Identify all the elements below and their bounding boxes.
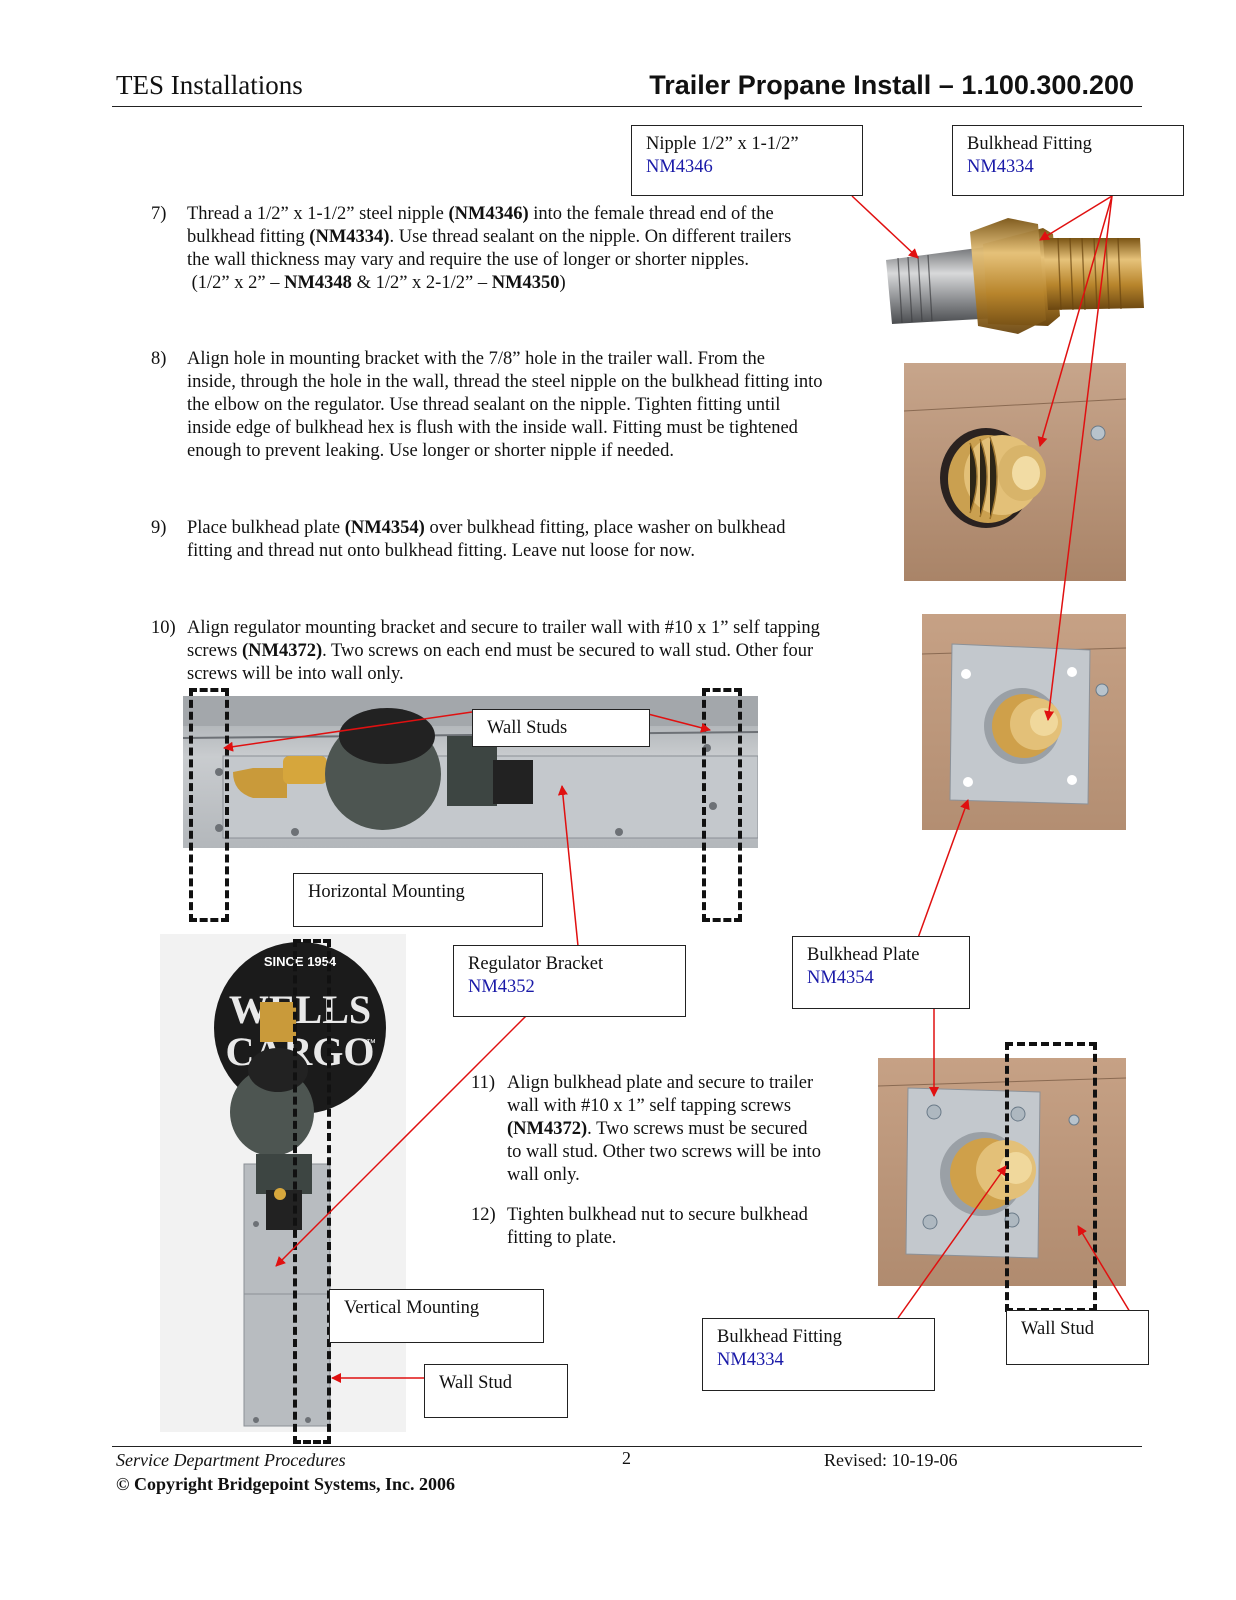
callout-label: Bulkhead Plate <box>807 945 920 965</box>
callout-bulkhead-fitting-top: Bulkhead Fitting NM4334 <box>952 125 1184 196</box>
step-text: Align bulkhead plate and secure to trail… <box>507 1072 821 1187</box>
step-text: Tighten bulkhead nut to secure bulkhead … <box>507 1204 808 1250</box>
wall-stud-marker-plate <box>1005 1042 1097 1312</box>
step-text: Align hole in mounting bracket with the … <box>187 348 823 463</box>
callout-label: Horizontal Mounting <box>308 882 465 902</box>
footer-divider <box>112 1446 1142 1447</box>
bold-text-run: (NM4372) <box>241 641 323 661</box>
step-number: 9) <box>151 518 167 538</box>
step-number: 10) <box>151 618 176 638</box>
callout-wall-stud-left: Wall Stud <box>424 1364 568 1418</box>
step-12: 12) Tighten bulkhead nut to secure bulkhe… <box>471 1204 861 1254</box>
text-run: Align regulator mounting bracket and sec… <box>187 618 820 661</box>
page-number: 2 <box>622 1448 631 1468</box>
photo-bulkhead-plate <box>922 614 1126 830</box>
header-title-left: TES Installations <box>116 70 303 100</box>
callout-label: Regulator Bracket <box>468 954 604 974</box>
step-text: Align regulator mounting bracket and sec… <box>187 617 820 686</box>
callout-nipple: Nipple 1/2” x 1-1/2” NM4346 <box>631 125 863 196</box>
text-run: Place bulkhead plate <box>187 518 345 538</box>
wall-stud-marker-left <box>189 688 229 922</box>
nipple-fitting-illustration <box>886 218 1144 334</box>
text-run: into the female thread end of the bulkhe… <box>187 204 774 247</box>
part-number: NM4352 <box>468 977 535 997</box>
photo-horizontal-mounting <box>183 696 758 848</box>
step-10: 10) Align regulator mounting bracket and … <box>151 617 871 689</box>
bold-text-run: NM4348 <box>284 273 352 293</box>
part-number: NM4346 <box>646 157 713 177</box>
callout-bulkhead-plate: Bulkhead Plate NM4354 <box>792 936 970 1009</box>
text-run: over bulkhead fitting, place washer on b… <box>187 518 786 561</box>
text-run: ) <box>559 273 566 293</box>
bold-text-run: NM4350 <box>491 273 560 293</box>
footer-revised: Revised: 10-19-06 <box>824 1450 958 1470</box>
logo-since: SINCE 1954 <box>263 954 337 969</box>
step-number: 8) <box>151 349 167 369</box>
callout-label: Wall Stud <box>1021 1319 1095 1339</box>
text-run: Tighten bulkhead nut to secure bulkhead … <box>507 1205 808 1248</box>
bold-text-run: (NM4334) <box>309 227 390 247</box>
step-number: 7) <box>151 204 167 224</box>
step-11: 11) Align bulkhead plate and secure to tr… <box>471 1072 861 1192</box>
text-run: Thread a 1/2” x 1-1/2” steel nipple <box>187 204 449 224</box>
callout-wall-studs: Wall Studs <box>472 709 650 747</box>
text-run: Align hole in mounting bracket with the … <box>187 349 823 461</box>
text-run: & 1/2” x 2-1/2” – <box>351 273 492 293</box>
bold-text-run: (NM4346) <box>448 204 529 224</box>
callout-vertical-mounting: Vertical Mounting <box>329 1289 544 1343</box>
step-8: 8) Align hole in mounting bracket with th… <box>151 348 871 468</box>
callout-bulkhead-fitting-bottom: Bulkhead Fitting NM4334 <box>702 1318 935 1391</box>
callout-label: Vertical Mounting <box>344 1298 480 1318</box>
callout-label: Bulkhead Fitting <box>717 1327 842 1347</box>
footer-copyright: © Copyright Bridgepoint Systems, Inc. 20… <box>116 1474 455 1494</box>
callout-wall-stud-right: Wall Stud <box>1006 1310 1149 1365</box>
step-text: Thread a 1/2” x 1-1/2” steel nipple (NM4… <box>187 203 791 295</box>
part-number: NM4334 <box>967 157 1034 177</box>
callout-regulator-bracket: Regulator Bracket NM4352 <box>453 945 686 1017</box>
callout-label: Bulkhead Fitting <box>967 134 1092 154</box>
part-number: NM4354 <box>807 968 874 988</box>
text-run: Align bulkhead plate and secure to trail… <box>507 1073 814 1116</box>
photo-fitting-through-wall <box>904 363 1126 581</box>
step-7: 7) Thread a 1/2” x 1-1/2” steel nipple (N… <box>151 203 851 299</box>
wall-stud-marker-right <box>702 688 742 922</box>
bold-text-run: (NM4354) <box>344 518 425 538</box>
step-9: 9) Place bulkhead plate (NM4354) over bul… <box>151 517 851 567</box>
text-run: . Two screws on each end must be secured… <box>187 641 814 684</box>
text-run: . Use thread sealant on the nipple. On d… <box>187 227 792 293</box>
photo-vertical-mounting: SINCE 1954 WELLS CARGO ™ <box>160 934 406 1432</box>
bold-text-run: (NM4372) <box>507 1119 588 1139</box>
step-number: 11) <box>471 1073 495 1093</box>
callout-horizontal-mounting: Horizontal Mounting <box>293 873 543 927</box>
photo-nipple-bulkhead-fitting <box>878 198 1150 338</box>
callout-label: Wall Stud <box>439 1373 513 1393</box>
wall-stud-marker-vertical <box>293 939 331 1444</box>
part-number: NM4334 <box>717 1350 784 1370</box>
header-divider <box>112 106 1142 107</box>
footer-department: Service Department Procedures <box>116 1450 346 1470</box>
callout-label: Wall Studs <box>487 718 568 738</box>
step-number: 12) <box>471 1205 496 1225</box>
header-title-right: Trailer Propane Install – 1.100.300.200 <box>649 70 1134 100</box>
callout-label: Nipple 1/2” x 1-1/2” <box>646 134 799 154</box>
step-text: Place bulkhead plate (NM4354) over bulkh… <box>187 517 786 563</box>
